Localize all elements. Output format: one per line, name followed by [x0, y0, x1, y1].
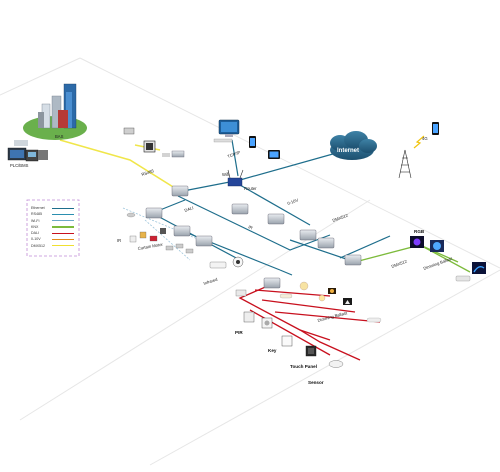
dali-controller-icon	[235, 289, 247, 297]
dali-label-bus: DALI	[184, 205, 194, 213]
spot-lamp-icon	[328, 288, 336, 294]
controller-module-4	[195, 235, 213, 247]
router-label: Router	[244, 186, 257, 191]
legend-label: KNX	[31, 224, 39, 229]
signal-lightning-icon	[413, 135, 425, 149]
dmx-label-right: DMX512	[391, 258, 409, 269]
controller-module-8	[344, 254, 362, 266]
internet-label: Internet	[337, 148, 359, 154]
legend	[26, 199, 80, 257]
wifi-label: Wifi	[222, 172, 229, 177]
router-icon	[227, 169, 244, 187]
controller-module-1	[171, 185, 189, 197]
legend-label: DMX512	[31, 243, 45, 248]
bas-building-icon	[23, 83, 87, 140]
bulb-icon	[318, 294, 326, 302]
key-panel-icon	[281, 335, 293, 347]
legend-swatch	[52, 238, 74, 241]
speaker-icon	[232, 256, 244, 268]
legend-item: DALI	[30, 231, 76, 237]
air-conditioner-icon	[209, 261, 227, 269]
legend-label: RS485	[31, 212, 42, 217]
controller-module-2	[145, 207, 163, 219]
tube-light-icon-2	[366, 317, 382, 323]
dmx-line	[354, 244, 471, 273]
legend-swatch	[52, 207, 74, 209]
legend-label: DALI	[31, 231, 39, 236]
controller-module-3	[173, 225, 191, 237]
controller-module-6	[267, 213, 285, 225]
legend-item: Ethernet	[30, 206, 76, 212]
cell-tower-icon	[398, 149, 412, 179]
ballast-module-icon	[455, 275, 471, 282]
bas-label: BAS	[55, 134, 64, 139]
touch-panel-icon	[305, 345, 317, 357]
internet-cloud-icon	[330, 131, 377, 160]
legend-item: 0-10V	[30, 237, 76, 243]
rgb-label: RGB	[414, 229, 425, 234]
key-label: Key	[268, 348, 277, 353]
dali-lines	[238, 284, 381, 361]
pendant-lamp-icon	[343, 298, 352, 305]
legend-label: 0-10V	[31, 237, 41, 242]
legend-swatch	[52, 245, 74, 247]
dimming-ballast-label: Dimming Ballast	[423, 256, 454, 271]
floor-perspective-lines	[0, 57, 500, 466]
downlight-icon	[299, 281, 309, 291]
pir-label: PIR	[235, 330, 243, 335]
legend-item: KNX	[30, 225, 76, 231]
legend-swatch	[52, 220, 74, 222]
legend-item: DMX512	[30, 244, 76, 250]
cloud-4g-label: 4G	[422, 136, 428, 141]
plc-bms-label: PLC/BMS	[10, 163, 29, 168]
legend-swatch	[52, 213, 74, 215]
relay-module-icon	[123, 127, 135, 135]
wifi-lines	[122, 207, 201, 261]
tube-light-icon-1	[279, 293, 293, 299]
tablet-icon	[268, 150, 280, 159]
plc-bms-icon	[7, 140, 48, 162]
dimming-ballast-label-2: Dimming Ballast	[317, 310, 348, 323]
dmx-label-top: DMX512	[332, 212, 350, 223]
dimmer-knob-icon	[261, 317, 273, 329]
legend-swatch	[52, 232, 74, 234]
legend-items: Ethernet RS485 Wi-Fi KNX DALI 0-10V DMX5…	[30, 206, 76, 250]
controller-module-9	[263, 277, 281, 289]
ir-label-bus: IR	[248, 224, 254, 230]
ir-label: IR	[117, 238, 121, 243]
ceiling-light-icon	[126, 212, 136, 218]
smoke-sensor-icon	[328, 360, 344, 368]
rs485-label: RS485	[141, 168, 155, 177]
legend-item: Wi-Fi	[30, 219, 76, 225]
tcp-ip-label: TCP/IP	[227, 150, 242, 159]
sensor-label: Sensor	[308, 380, 324, 385]
rs485-gateway-icon	[162, 150, 185, 158]
rs485-line	[59, 139, 179, 191]
controller-module-7	[299, 229, 317, 241]
touch-panel-label: Touch Panel	[290, 364, 317, 369]
legend-label: Ethernet	[31, 206, 45, 210]
phone-icon	[249, 136, 256, 148]
sensor-cluster-icon	[129, 228, 166, 243]
infrared-label: Infrared	[203, 277, 219, 286]
controller-module-10	[317, 237, 335, 249]
actuator-row-icon	[165, 243, 194, 254]
stage-light-icon	[430, 240, 444, 252]
mobile-phone-icon	[432, 122, 439, 135]
v0-10-label: 0-10V	[287, 197, 299, 206]
led-strip-icon	[472, 262, 486, 274]
legend-label: Wi-Fi	[31, 218, 40, 223]
ethernet-lines	[149, 139, 391, 276]
legend-item: RS485	[30, 212, 76, 218]
computer-icon	[213, 119, 240, 143]
legend-swatch	[52, 226, 74, 228]
wall-panel-icon	[143, 140, 156, 153]
rgb-lamp-icon	[410, 236, 424, 248]
controller-module-5	[231, 203, 249, 215]
pir-sensor-icon	[243, 311, 255, 323]
curtain-motor-label: Curtain Motor	[137, 242, 163, 251]
